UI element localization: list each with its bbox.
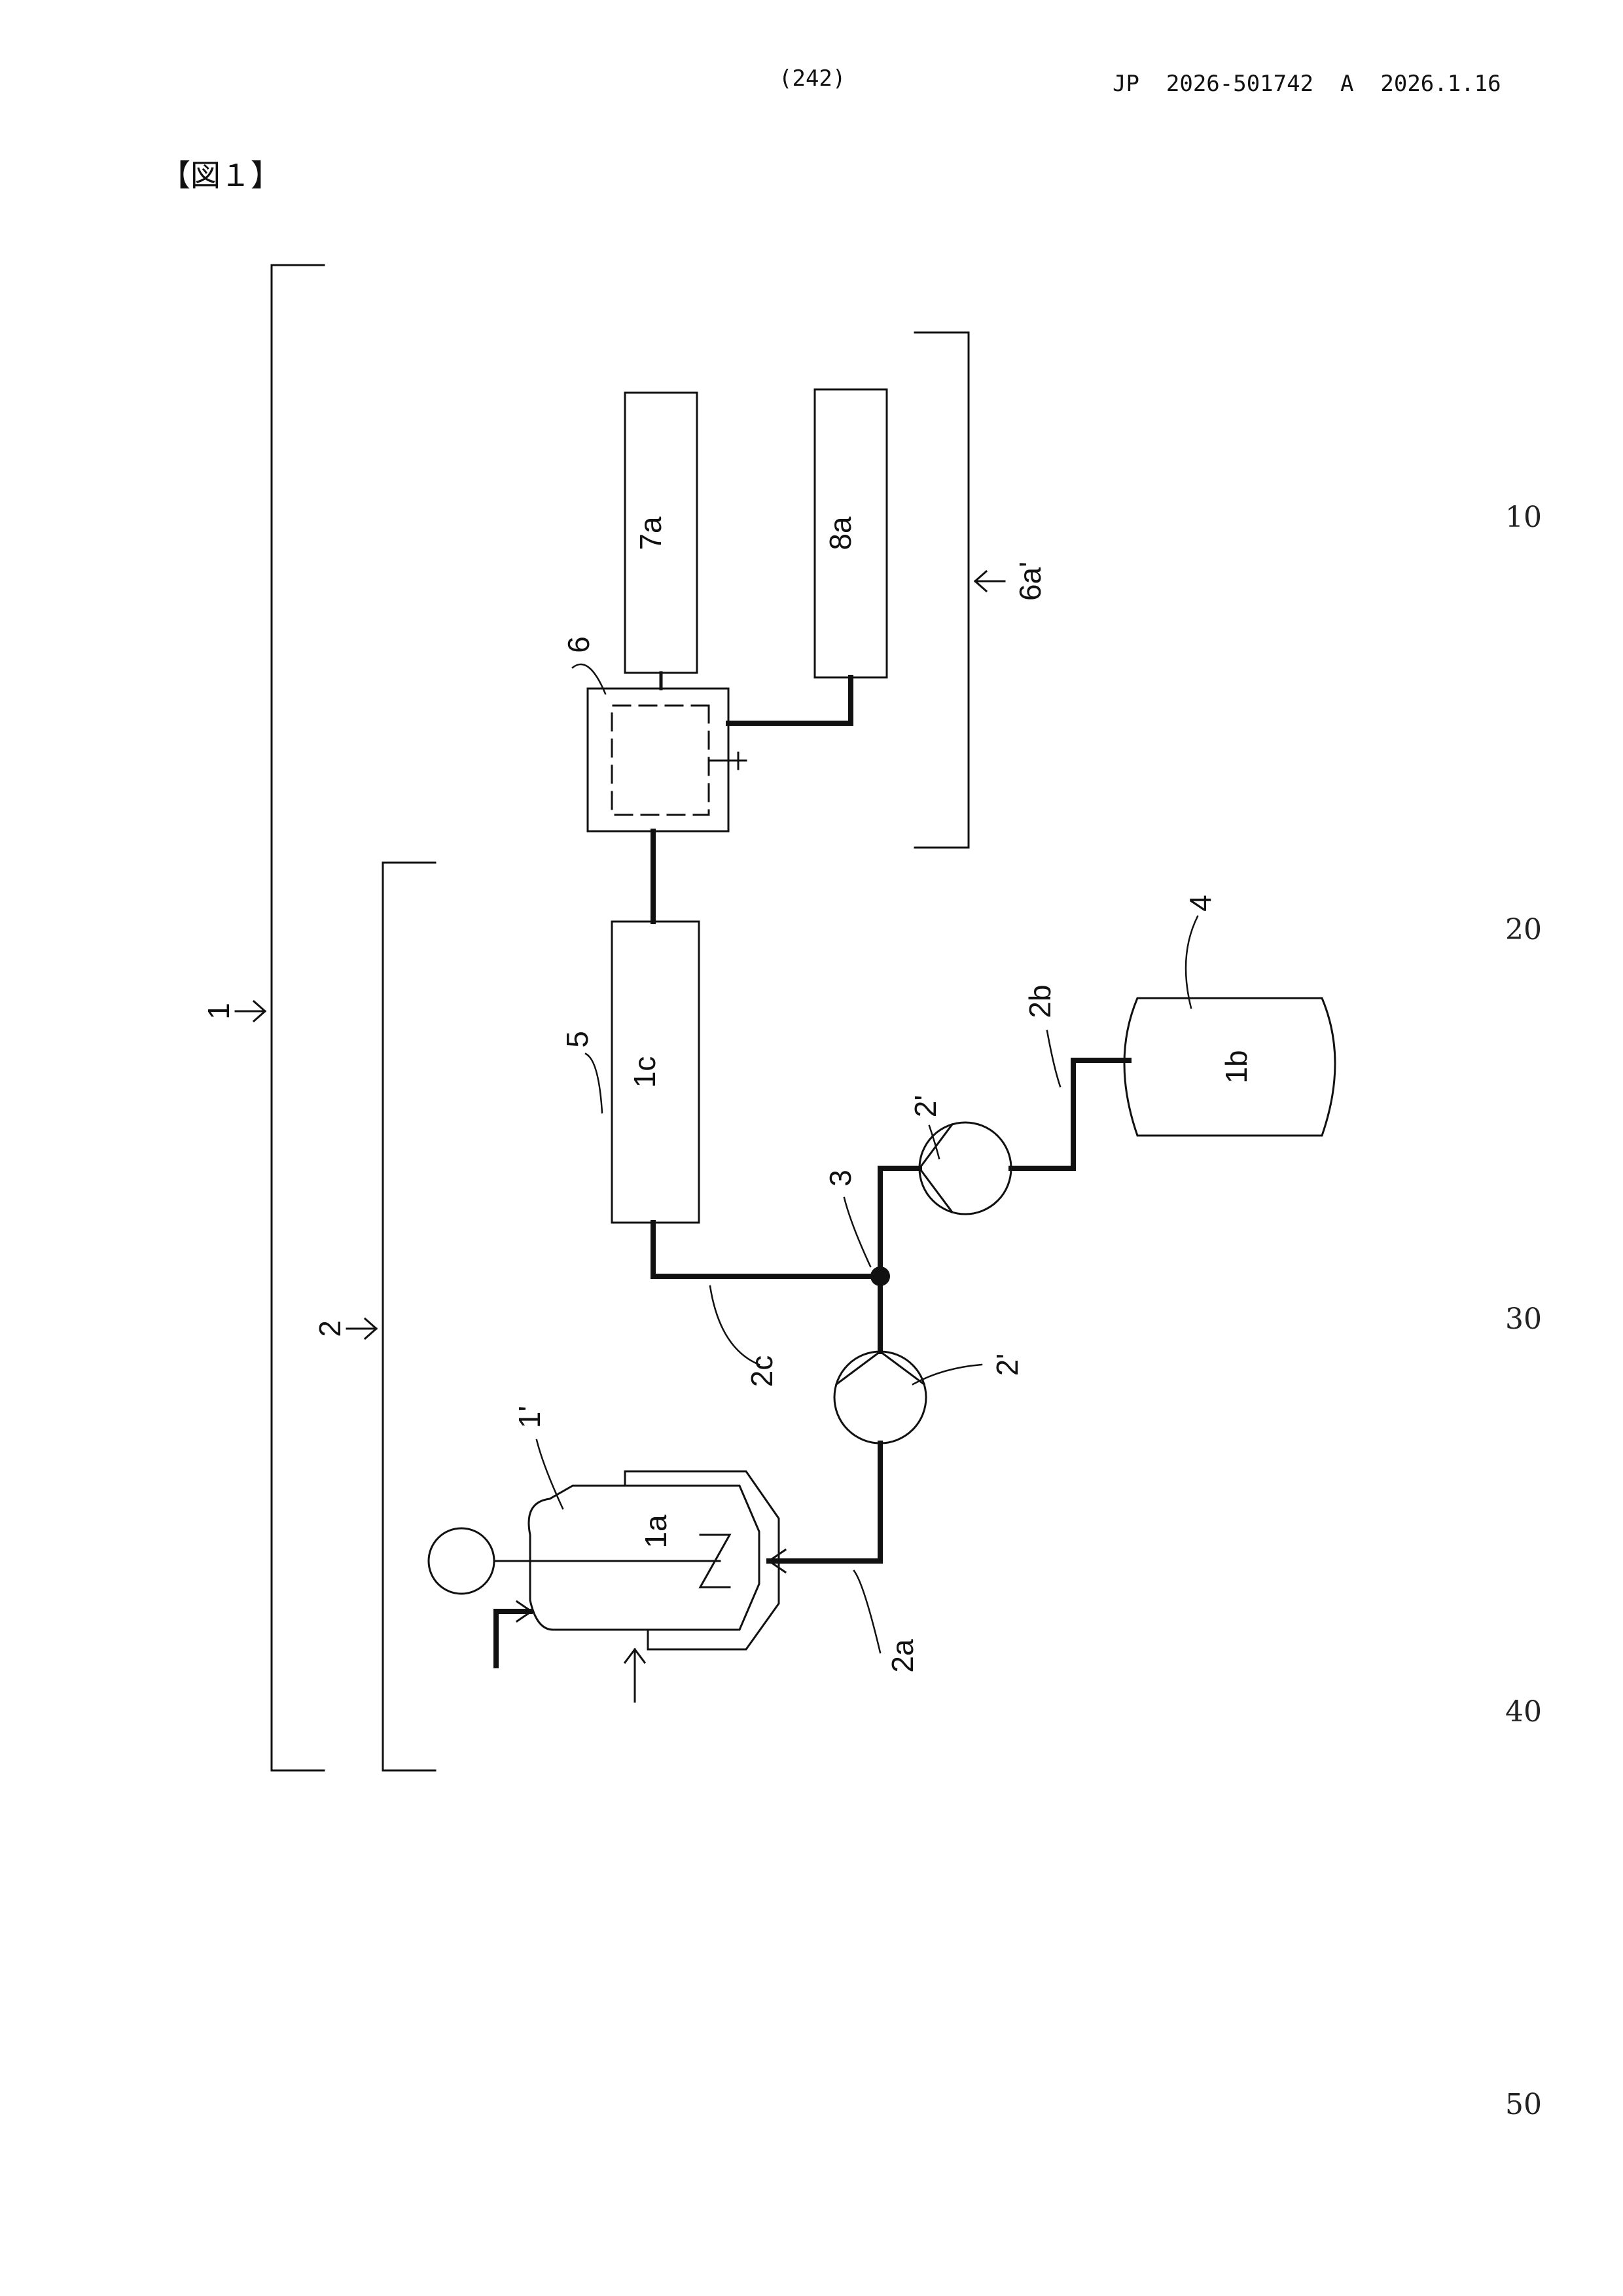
stirrer-motor bbox=[429, 1528, 494, 1594]
label-subsystem: 2 bbox=[313, 1320, 347, 1337]
label-2-prime-lower: 2' bbox=[990, 1354, 1024, 1376]
label-4: 4 bbox=[1183, 895, 1217, 912]
label-1-prime: 1' bbox=[512, 1406, 546, 1428]
arrow-separation-group bbox=[975, 571, 1005, 591]
bracket-subsystem bbox=[383, 863, 435, 1770]
jacket-inlet-arrow bbox=[625, 1649, 645, 1702]
label-1c: 1c bbox=[628, 1056, 662, 1088]
label-6a-prime: 6a' bbox=[1013, 562, 1047, 601]
leader-2c bbox=[710, 1286, 759, 1365]
leader-5 bbox=[586, 1054, 602, 1113]
junction-node bbox=[870, 1266, 890, 1286]
label-2a: 2a bbox=[885, 1639, 919, 1673]
leader-2a bbox=[854, 1571, 880, 1653]
separator-unit bbox=[588, 689, 728, 831]
arrow-system bbox=[236, 1001, 265, 1021]
label-8a: 8a bbox=[823, 516, 857, 550]
line-2a bbox=[769, 1443, 880, 1561]
pump-lower-symbol bbox=[836, 1352, 924, 1384]
label-1b: 1b bbox=[1219, 1050, 1253, 1083]
label-system: 1 bbox=[202, 1003, 236, 1020]
bracket-separation-group bbox=[915, 332, 969, 848]
label-1a: 1a bbox=[639, 1515, 673, 1549]
pump-lower bbox=[834, 1352, 926, 1443]
pipe-junction-upper-pump bbox=[880, 1168, 919, 1276]
label-7a: 7a bbox=[633, 516, 668, 550]
pipe-separator-8a bbox=[728, 677, 851, 723]
leader-3 bbox=[844, 1198, 870, 1266]
line-2b bbox=[1011, 1060, 1129, 1168]
label-2b: 2b bbox=[1023, 984, 1057, 1018]
label-6: 6 bbox=[562, 636, 596, 653]
reactor-1a bbox=[529, 1486, 759, 1630]
pump-upper-symbol bbox=[919, 1124, 952, 1212]
separator-inner-dashed bbox=[612, 706, 709, 815]
label-2c: 2c bbox=[745, 1355, 779, 1388]
leader-4 bbox=[1186, 916, 1198, 1008]
arrow-subsystem bbox=[347, 1319, 376, 1338]
inlet-pipe bbox=[496, 1611, 530, 1666]
label-5: 5 bbox=[560, 1031, 594, 1048]
leader-2b bbox=[1047, 1031, 1060, 1086]
bracket-system bbox=[272, 265, 324, 1770]
line-2c bbox=[653, 1223, 880, 1276]
label-2-prime-upper: 2' bbox=[908, 1095, 942, 1117]
label-3: 3 bbox=[823, 1170, 857, 1187]
